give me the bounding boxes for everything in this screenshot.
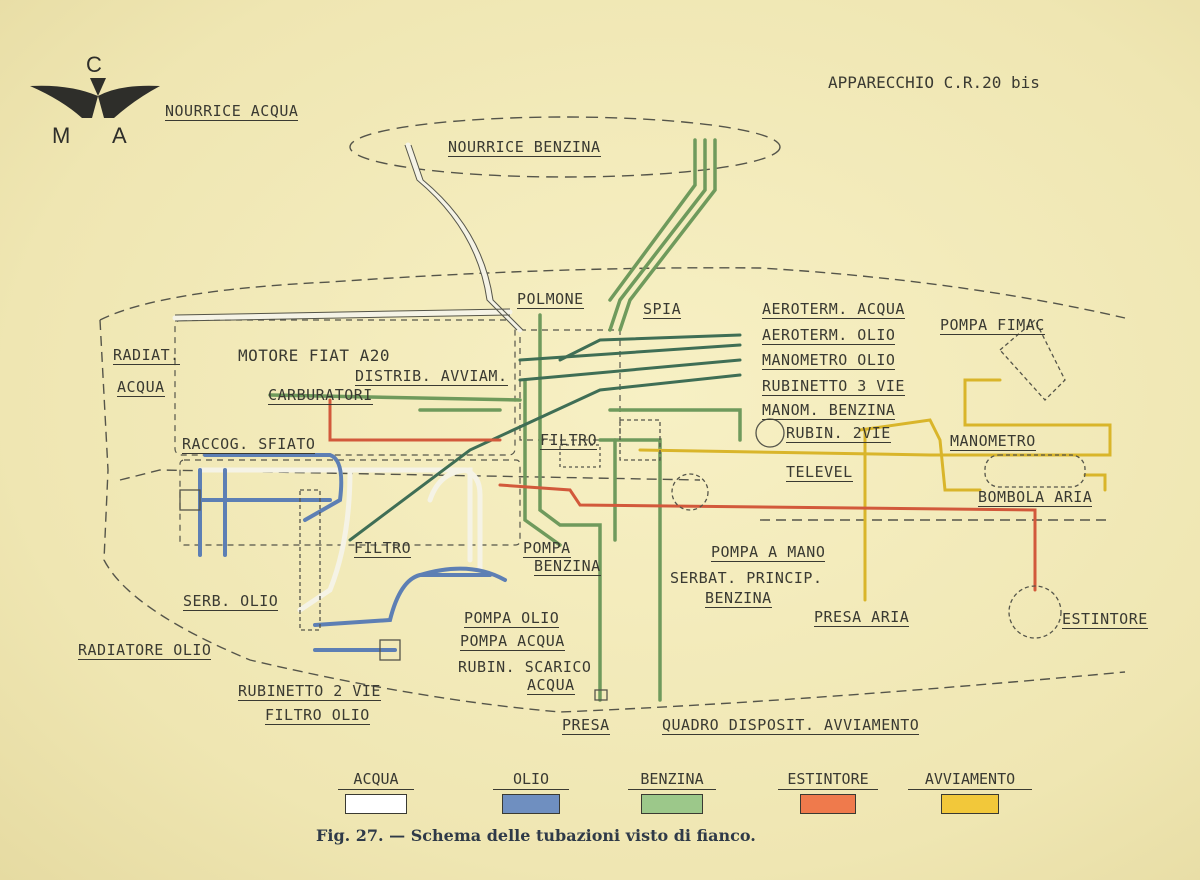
label-pompa-olio: POMPA OLIO [464, 609, 560, 628]
radiator-fitting [179, 489, 201, 511]
figure-caption: Fig. 27. — Schema delle tubazioni visto … [316, 826, 756, 845]
label-rubinetto-3-vie: RUBINETTO 3 VIE [762, 377, 905, 396]
fimac-pump [999, 318, 1066, 401]
label-rubinetto-2-vie: RUBINETTO 2 VIE [238, 682, 381, 701]
legend-label: ESTINTORE [778, 770, 878, 790]
components [179, 318, 1086, 701]
extinguisher-pipes [328, 398, 1037, 592]
label-carburatori: CARBURATORI [268, 386, 373, 405]
legend-item-acqua: ACQUA [338, 770, 414, 814]
label-acqua: ACQUA [117, 378, 165, 397]
legend-swatch-olio [502, 794, 560, 814]
legend-swatch-acqua [345, 794, 407, 814]
fuel-pipes [268, 138, 742, 702]
label-rubin-scarico-1: RUBIN. SCARICO [458, 658, 592, 676]
label-pompa-benzina-1: POMPA [523, 539, 571, 558]
label-quadro: QUADRO DISPOSIT. AVVIAMENTO [662, 716, 920, 735]
label-radiat: RADIAT. [113, 346, 180, 365]
label-filtro-mid: FILTRO [354, 539, 412, 558]
aircraft-title: APPARECCHIO C.R.20 bis [828, 73, 1040, 92]
legend-label: OLIO [493, 770, 569, 790]
label-raccog-sfiato: RACCOG. SFIATO [182, 435, 316, 454]
fuel-dark-pipes [348, 333, 742, 542]
water-pipes [172, 142, 523, 613]
label-rubin-2-vie: RUBIN. 2VIE [786, 424, 891, 443]
legend-label: BENZINA [628, 770, 716, 790]
label-distrib-avviam: DISTRIB. AVVIAM. [355, 367, 508, 386]
oil-tank [299, 489, 321, 631]
presa-block [559, 444, 601, 468]
logo-letter-c: C [86, 52, 102, 77]
label-spia: SPIA [643, 300, 682, 319]
label-polmone: POLMONE [517, 290, 584, 309]
label-bombola-aria: BOMBOLA ARIA [978, 488, 1093, 507]
label-pompa-acqua: POMPA ACQUA [460, 632, 565, 651]
oil-pipes [198, 453, 507, 652]
label-manometro-olio: MANOMETRO OLIO [762, 351, 896, 370]
logo-emblem [30, 78, 160, 118]
label-serbat-1: SERBAT. PRINCIP. [670, 569, 823, 587]
water-pipe-edges [174, 144, 524, 331]
label-radiatore-olio: RADIATORE OLIO [78, 641, 212, 660]
label-nourrice-acqua: NOURRICE ACQUA [165, 102, 299, 121]
oil-filter [379, 639, 401, 661]
legend-swatch-estintore [800, 794, 856, 814]
label-presa: PRESA [562, 716, 610, 735]
label-serb-olio: SERB. OLIO [183, 592, 279, 611]
legend-swatch-benzina [641, 794, 703, 814]
label-televel: TELEVEL [786, 463, 853, 482]
legend-item-benzina: BENZINA [628, 770, 716, 814]
legend-item-avviamento: AVVIAMENTO [908, 770, 1032, 814]
hand-pump [671, 473, 709, 511]
label-nourrice-benzina: NOURRICE BENZINA [448, 138, 601, 157]
label-aeroterm-acqua: AEROTERM. ACQUA [762, 300, 905, 319]
label-rubin-scarico-2: ACQUA [527, 676, 575, 695]
extinguisher-bottle [1008, 585, 1062, 639]
upper-wing-outline [349, 116, 781, 178]
presa-fitting [594, 689, 608, 701]
starting-pipes [638, 378, 1112, 602]
label-manom-benzina: MANOM. BENZINA [762, 401, 896, 420]
legend-label: ACQUA [338, 770, 414, 790]
label-pompa-benzina-2: BENZINA [534, 557, 601, 576]
filter-block [619, 419, 661, 461]
legend-item-olio: OLIO [493, 770, 569, 814]
label-aeroterm-olio: AEROTERM. OLIO [762, 326, 896, 345]
label-estintore: ESTINTORE [1062, 610, 1148, 629]
air-bottle [984, 454, 1086, 488]
label-filtro-olio: FILTRO OLIO [265, 706, 370, 725]
rubin-2-vie-valve [755, 418, 785, 448]
label-presa-aria: PRESA ARIA [814, 608, 910, 627]
legend-swatch-avviamento [941, 794, 999, 814]
fuselage-outline [99, 267, 1126, 713]
label-pompa-a-mano: POMPA A MANO [711, 543, 826, 562]
legend-item-estintore: ESTINTORE [778, 770, 878, 814]
label-filtro-top: FILTRO [540, 431, 598, 450]
label-manometro: MANOMETRO [950, 432, 1036, 451]
label-motore: MOTORE FIAT A20 [238, 346, 390, 365]
logo-letter-m: M [52, 123, 71, 148]
label-pompa-fimac: POMPA FIMAC [940, 316, 1045, 335]
legend-label: AVVIAMENTO [908, 770, 1032, 790]
label-serbat-2: BENZINA [705, 589, 772, 608]
logo-letter-a: A [112, 123, 127, 148]
